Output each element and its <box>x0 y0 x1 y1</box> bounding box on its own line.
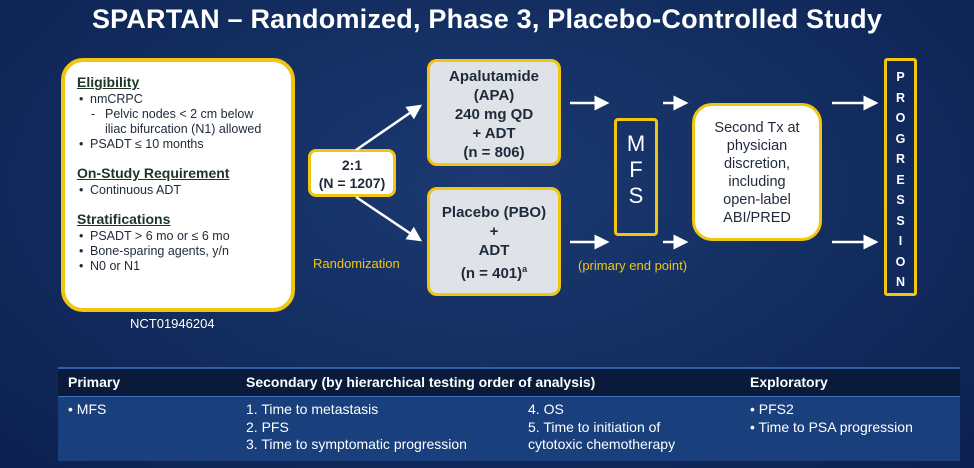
list-item: 1. Time to metastasis <box>246 401 379 417</box>
ratio-label: 2:1 <box>341 157 363 173</box>
trial-id: NCT01946204 <box>130 316 215 331</box>
on-study-list: Continuous ADT <box>77 183 281 198</box>
mfs-letter: S <box>628 183 644 208</box>
progression-letter: O <box>895 254 906 269</box>
progression-letter: P <box>896 70 905 84</box>
second-tx-line: Second Tx at <box>714 120 800 136</box>
stratifications-list: PSADT > 6 mo or ≤ 6 mo Bone-sparing agen… <box>77 229 281 274</box>
list-item: Continuous ADT <box>77 183 281 198</box>
mfs-letter: F <box>629 157 643 182</box>
list-item: Bone-sparing agents, y/n <box>77 244 281 259</box>
progression-letter: G <box>895 131 906 146</box>
list-item: nmCRPC <box>77 92 281 107</box>
total-n: (N = 1207) <box>318 175 386 191</box>
list-item: • Time to PSA progression <box>750 418 913 435</box>
progression-letter: E <box>896 172 905 187</box>
list-item: N0 or N1 <box>77 259 281 274</box>
progression-letter: R <box>895 152 906 166</box>
arm-line: Placebo (PBO) <box>441 204 547 221</box>
progression-letter: S <box>896 213 905 228</box>
second-tx-line: discretion, <box>723 156 791 172</box>
footnote-marker: a <box>522 264 528 274</box>
randomization-label: Randomization <box>313 256 400 271</box>
list-item: PSADT > 6 mo or ≤ 6 mo <box>77 229 281 244</box>
header-exploratory: Exploratory <box>750 374 828 390</box>
slide-title: SPARTAN – Randomized, Phase 3, Placebo-C… <box>91 4 883 34</box>
progression-box: P R O G R E S S I O N <box>884 58 917 296</box>
mfs-letter: M <box>626 131 646 156</box>
ratio-box: 2:1 (N = 1207) <box>308 149 396 197</box>
list-item: • PFS2 <box>750 401 794 417</box>
list-item: 2. PFS <box>246 418 289 435</box>
arrow-to-apalutamide <box>355 104 423 152</box>
arm-line: Apalutamide <box>448 68 539 85</box>
list-item: • MFS <box>68 401 107 417</box>
apalutamide-arm-box: Apalutamide (APA) 240 mg QD + ADT (n = 8… <box>427 59 561 166</box>
list-item: 4. OS <box>528 401 564 417</box>
arm-line: + <box>489 223 499 240</box>
progression-letter: N <box>895 275 906 289</box>
progression-letter: I <box>898 234 903 248</box>
secondary-cell-2: 4. OS 5. Time to initiation of cytotoxic… <box>528 401 675 454</box>
header-secondary: Secondary (by hierarchical testing order… <box>246 374 596 390</box>
progression-letter: O <box>895 111 906 125</box>
exploratory-cell: • PFS2 • Time to PSA progression <box>750 401 913 436</box>
arrow-to-placebo <box>355 195 423 242</box>
placebo-n: (n = 401) <box>460 265 523 282</box>
list-item: Pelvic nodes < 2 cm below <box>77 107 281 122</box>
list-item: PSADT ≤ 10 months <box>77 137 281 152</box>
list-item: cytotoxic chemotherapy <box>528 436 676 452</box>
on-study-heading: On-Study Requirement <box>77 165 230 181</box>
mfs-box: M F S <box>614 118 658 236</box>
arm-line: + ADT <box>472 125 516 142</box>
arm-line: (APA) <box>473 87 515 104</box>
placebo-arm-box: Placebo (PBO) + ADT (n = 401)a <box>427 187 561 296</box>
primary-cell: • MFS <box>68 401 106 419</box>
endpoints-table: Primary Secondary (by hierarchical testi… <box>58 367 960 461</box>
table-header-row: Primary Secondary (by hierarchical testi… <box>58 367 960 396</box>
stratifications-heading: Stratifications <box>77 211 171 227</box>
arm-line: (n = 401)a <box>430 260 558 283</box>
progression-letter: R <box>895 90 906 105</box>
list-item: 5. Time to initiation of <box>528 418 661 435</box>
eligibility-list: nmCRPC Pelvic nodes < 2 cm below iliac b… <box>77 92 281 152</box>
list-item: iliac bifurcation (N1) allowed <box>105 122 262 136</box>
second-tx-line: open-label <box>723 192 791 208</box>
secondary-cell-1: 1. Time to metastasis 2. PFS 3. Time to … <box>246 401 467 454</box>
arm-line: ADT <box>478 242 510 259</box>
arm-line: (n = 806) <box>463 144 525 161</box>
second-tx-line: physician <box>726 138 788 154</box>
second-tx-line: including <box>728 174 786 190</box>
second-tx-line: ABI/PRED <box>723 210 791 226</box>
primary-end-point-label: (primary end point) <box>578 258 688 273</box>
header-primary: Primary <box>68 374 121 390</box>
progression-letter: S <box>896 193 905 207</box>
table-row: • MFS 1. Time to metastasis 2. PFS 3. Ti… <box>58 396 960 461</box>
second-treatment-box: Second Tx at physician discretion, inclu… <box>692 103 822 241</box>
eligibility-box: Eligibility nmCRPC Pelvic nodes < 2 cm b… <box>61 58 295 312</box>
arm-line: 240 mg QD <box>454 106 534 123</box>
list-item: 3. Time to symptomatic progression <box>246 436 467 452</box>
eligibility-heading: Eligibility <box>77 74 140 90</box>
